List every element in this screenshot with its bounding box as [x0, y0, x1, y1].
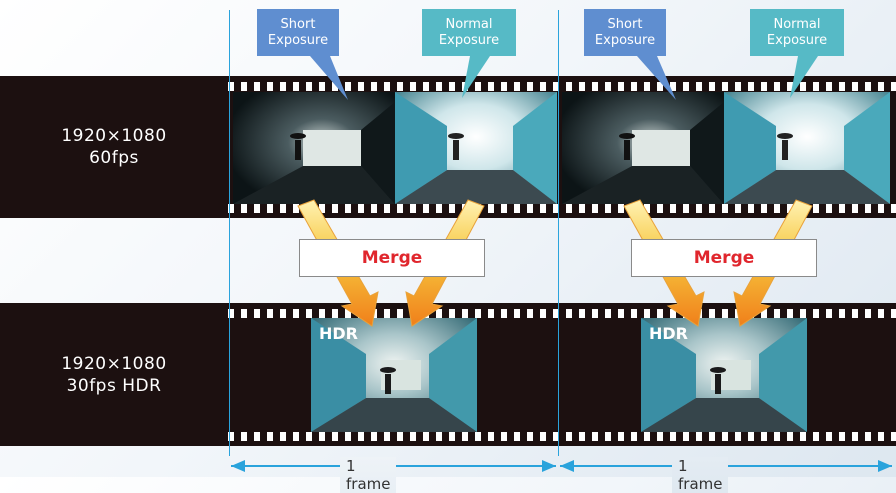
frame-measure-arrowhead — [878, 460, 892, 472]
frame-label: 1 frame — [672, 457, 729, 493]
film-perforation-top — [228, 82, 896, 91]
normal-exposure-callout: Normal Exposure — [422, 9, 516, 56]
frame-measure-arrowhead — [542, 460, 556, 472]
callout-tail — [310, 56, 348, 100]
merge-label: Merge — [361, 248, 423, 268]
row-label-30fps-hdr: 1920×1080 30fps HDR — [0, 303, 228, 446]
film-perforation-top — [228, 309, 896, 318]
film-perforation-bottom — [228, 432, 896, 441]
normal-exposure-callout-text: Normal Exposure — [766, 16, 828, 48]
normal-exposure-callout: Normal Exposure — [750, 9, 844, 56]
merge-label: Merge — [693, 248, 755, 268]
hdr-label: HDR — [649, 324, 688, 343]
short-exposure-callout-text: Short Exposure — [267, 16, 329, 48]
film-strip-60fps — [228, 76, 896, 218]
callout-tail — [637, 56, 676, 100]
merge-box: Merge — [631, 239, 817, 277]
short-exposure-callout: Short Exposure — [584, 9, 666, 56]
short-exposure-callout-text: Short Exposure — [594, 16, 656, 48]
merge-box: Merge — [299, 239, 485, 277]
callout-tail — [462, 56, 490, 98]
hdr-diagram: 1920×1080 60fps 1920×1080 30fps HDR — [0, 9, 896, 493]
callout-tail — [790, 56, 818, 98]
hdr-frame: HDR — [641, 318, 807, 432]
hdr-label: HDR — [319, 324, 358, 343]
hdr-frame: HDR — [311, 318, 477, 432]
frame-label: 1 frame — [340, 457, 397, 493]
frame-measure-arrowhead — [560, 460, 574, 472]
row-label-60fps: 1920×1080 60fps — [0, 76, 228, 218]
normal-exposure-callout-text: Normal Exposure — [438, 16, 500, 48]
normal-exposure-frame — [724, 92, 890, 204]
short-exposure-frame — [562, 92, 724, 204]
film-strip-30fps-hdr: HDR HDR — [228, 303, 896, 446]
frame-divider-line — [229, 10, 230, 456]
short-exposure-frame — [233, 92, 395, 204]
film-perforation-bottom — [228, 204, 896, 213]
frame-measure-arrowhead — [231, 460, 245, 472]
frame-divider-line — [558, 10, 559, 456]
short-exposure-callout: Short Exposure — [257, 9, 339, 56]
normal-exposure-frame — [395, 92, 557, 204]
